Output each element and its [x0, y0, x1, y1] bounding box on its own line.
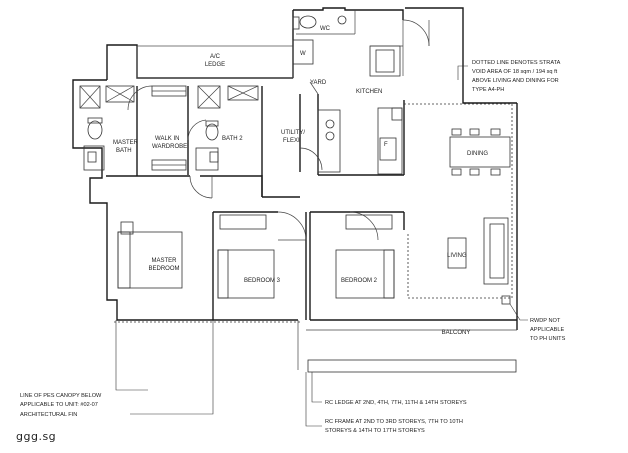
bath-fixtures — [79, 10, 356, 171]
walk-in-wardrobe-label-2: WARDROBE — [152, 144, 187, 150]
master-bedroom-label-2: BEDROOM — [148, 266, 179, 272]
wc-label: WC — [320, 26, 331, 32]
beds — [117, 214, 395, 299]
svg-text:A/C: A/C — [210, 54, 221, 60]
ac-ledge: A/C LEDGE — [136, 45, 294, 79]
bedroom-3-label: BEDROOM 3 — [244, 278, 281, 284]
utility-label-2: FLEXI — [283, 138, 300, 144]
exterior-walls — [72, 7, 518, 330]
pes-canopy-note-2: APPLICABLE TO UNIT: #02-07 — [20, 402, 98, 408]
fridge-label: F — [384, 142, 388, 148]
kitchen-label: KITCHEN — [356, 89, 382, 95]
svg-text:LEDGE: LEDGE — [205, 62, 225, 68]
rwdp-note-2: APPLICABLE — [530, 327, 564, 333]
living-furniture — [447, 217, 509, 285]
kitchen-yard — [292, 20, 404, 175]
doors — [127, 19, 430, 241]
bedroom-2-label: BEDROOM 2 — [341, 278, 378, 284]
strata-note-2: VOID AREA OF 18 sqm / 194 sq ft — [472, 69, 558, 75]
utility-label: UTILITY/ — [281, 130, 305, 136]
rc-ledge-note: RC LEDGE AT 2ND, 4TH, 7TH, 11TH & 14TH S… — [325, 400, 467, 406]
balcony-label: BALCONY — [442, 330, 471, 336]
strata-note-3: ABOVE LIVING AND DINING FOR — [472, 78, 559, 84]
walk-in-wardrobe-label: WALK IN — [155, 136, 179, 142]
room-labels: WC W YARD KITCHEN MASTER BATH WALK IN WA… — [113, 26, 488, 336]
rwdp-note-1: RWDP NOT — [530, 318, 561, 324]
strata-void-outline — [404, 103, 513, 299]
dining-table — [449, 128, 511, 176]
bath-2-label: BATH 2 — [222, 136, 243, 142]
master-bedroom-label: MASTER — [151, 258, 177, 264]
strata-note-4: TYPE A4-PH — [472, 87, 504, 93]
annotations: DOTTED LINE DENOTES STRATA VOID AREA OF … — [20, 60, 566, 434]
rc-frame-note-2: STOREYS & 14TH TO 17TH STOREYS — [325, 428, 425, 434]
architectural-fin-note: ARCHITECTURAL FIN — [20, 412, 77, 418]
living-label: LIVING — [447, 253, 467, 259]
watermark: ggg.sg — [16, 430, 56, 443]
rc-frame-note-1: RC FRAME AT 2ND TO 3RD STOREYS, 7TH TO 1… — [325, 419, 463, 425]
balcony-and-canopy — [114, 295, 517, 373]
strata-note-1: DOTTED LINE DENOTES STRATA — [472, 60, 561, 66]
pes-canopy-note-1: LINE OF PES CANOPY BELOW — [20, 393, 102, 399]
dining-label: DINING — [467, 151, 488, 157]
master-bath-label-2: BATH — [116, 148, 132, 154]
rwdp-note-3: TO PH UNITS — [530, 336, 566, 342]
w-label: W — [300, 51, 306, 57]
master-bath-label: MASTER — [113, 140, 139, 146]
yard-label: YARD — [310, 80, 327, 86]
